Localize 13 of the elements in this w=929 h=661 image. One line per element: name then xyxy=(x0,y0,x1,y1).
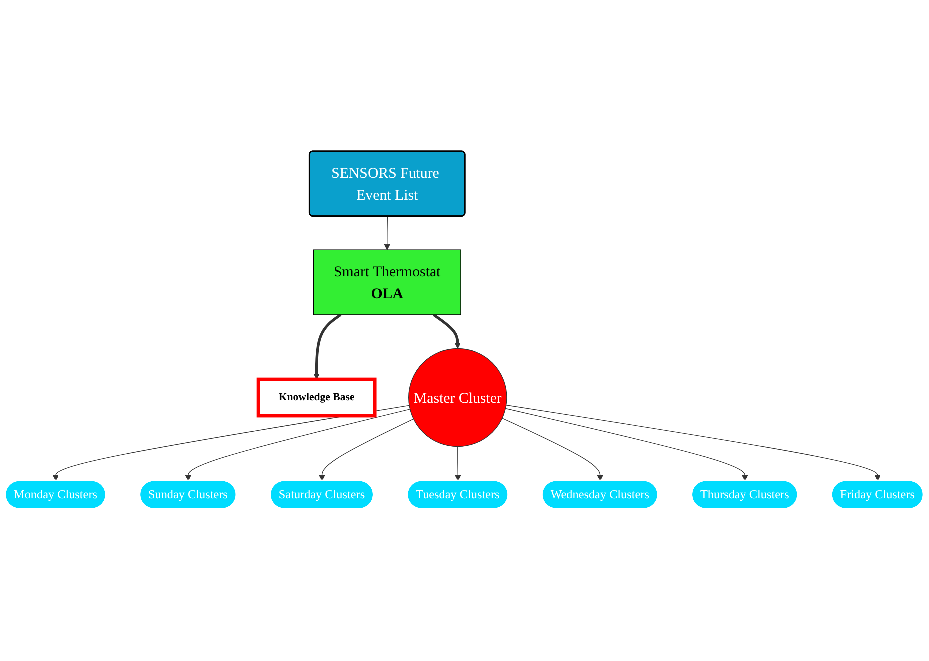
node-box: Knowledge Base xyxy=(256,378,377,418)
node-box: Smart Thermostat OLA xyxy=(313,250,462,316)
arrow xyxy=(53,406,410,482)
arrow xyxy=(319,419,414,482)
arrow xyxy=(506,405,881,482)
arrow xyxy=(432,314,461,350)
arrow xyxy=(314,314,342,380)
arrow xyxy=(455,446,462,482)
arrow xyxy=(185,409,411,482)
arrow xyxy=(505,408,748,482)
arrow xyxy=(502,418,604,482)
node-circle: Master Cluster xyxy=(408,348,508,448)
arrow xyxy=(384,216,390,251)
